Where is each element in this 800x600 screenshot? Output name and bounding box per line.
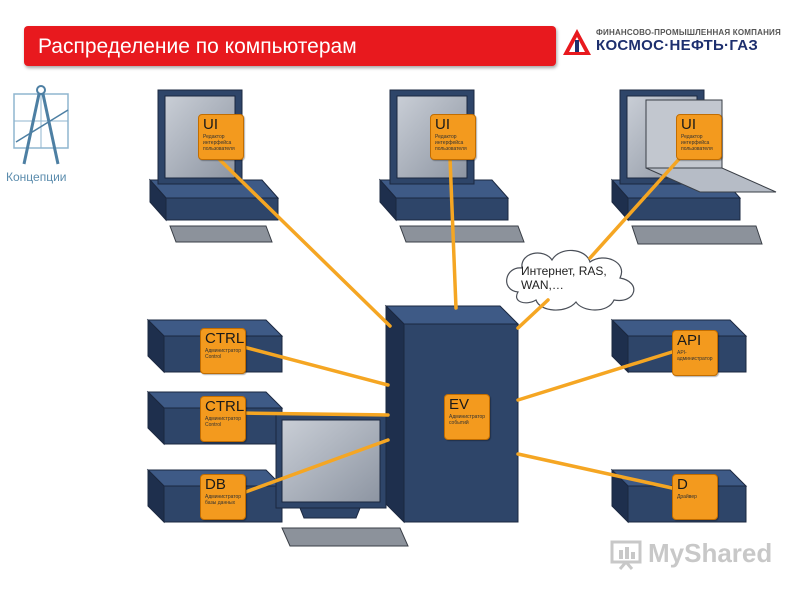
- driver-box[interactable]: D Драйвер: [672, 474, 718, 520]
- link-ctrl1-ev: [238, 344, 390, 387]
- cloud-label: Интернет, RAS, WAN,…: [521, 264, 607, 292]
- ctrl-box-2[interactable]: CTRL Администратор Control: [200, 396, 246, 442]
- box-title: EV: [449, 396, 470, 413]
- box-title: D: [677, 476, 688, 493]
- box-title: UI: [681, 116, 696, 133]
- box-subtitle: Редактор интерфейса пользователя: [681, 134, 713, 152]
- box-title: CTRL: [205, 330, 245, 347]
- logo-name: КОСМОС·НЕФТЬ·ГАЗ: [596, 37, 759, 54]
- box-subtitle: API-администратор: [677, 350, 713, 362]
- ui-box-1[interactable]: UI Редактор интерфейса пользователя: [198, 114, 244, 160]
- watermark-text: MyShared: [648, 538, 773, 568]
- api-box[interactable]: API API-администратор: [672, 330, 718, 376]
- ui-box-2[interactable]: UI Редактор интерфейса пользователя: [430, 114, 476, 160]
- compass-icon: [13, 85, 69, 165]
- box-subtitle: Администратор Control: [205, 416, 242, 428]
- logo-mark-icon: [563, 29, 591, 55]
- box-title: UI: [435, 116, 450, 133]
- link-api-ev: [516, 350, 674, 402]
- link-ui2-ev: [448, 156, 458, 310]
- network-cloud: [506, 249, 635, 311]
- company-logo: ФИНАНСОВО-ПРОМЫШЛЕННАЯ КОМПАНИЯ КОСМОС·Н…: [562, 26, 792, 58]
- logo-subtitle: ФИНАНСОВО-ПРОМЫШЛЕННАЯ КОМПАНИЯ: [596, 28, 781, 37]
- laptop-base: [645, 167, 777, 193]
- box-subtitle: Администратор базы данных: [205, 494, 242, 506]
- box-subtitle: Редактор интерфейса пользователя: [435, 134, 467, 152]
- ev-box[interactable]: EV Администратор событий: [444, 394, 490, 440]
- links: [216, 156, 682, 496]
- box-subtitle: Администратор событий: [449, 414, 486, 426]
- link-db-ev: [238, 438, 390, 496]
- presentation-icon: [610, 540, 642, 570]
- box-subtitle: Драйвер: [677, 494, 697, 500]
- link-ui3-cloud: [588, 156, 682, 260]
- page-title: Распределение по компьютерам: [38, 35, 357, 58]
- box-subtitle: Администратор Control: [205, 348, 242, 360]
- box-title: UI: [203, 116, 218, 133]
- concept-label: Концепции: [6, 170, 67, 184]
- link-d-ev: [516, 452, 674, 490]
- box-title: DB: [205, 476, 226, 493]
- box-title: CTRL: [205, 398, 245, 415]
- title-bar: Распределение по компьютерам: [24, 26, 556, 66]
- ctrl-box-1[interactable]: CTRL Администратор Control: [200, 328, 246, 374]
- link-cloud-ev: [516, 298, 550, 330]
- db-box[interactable]: DB Администратор базы данных: [200, 474, 246, 520]
- workstation-1: [148, 89, 280, 243]
- box-subtitle: Редактор интерфейса пользователя: [203, 134, 235, 152]
- box-title: API: [677, 332, 702, 349]
- watermark: MyShared: [610, 536, 780, 572]
- ui-box-3[interactable]: UI Редактор интерфейса пользователя: [676, 114, 722, 160]
- link-ctrl2-ev: [238, 411, 390, 417]
- link-ui1-ev: [216, 156, 392, 328]
